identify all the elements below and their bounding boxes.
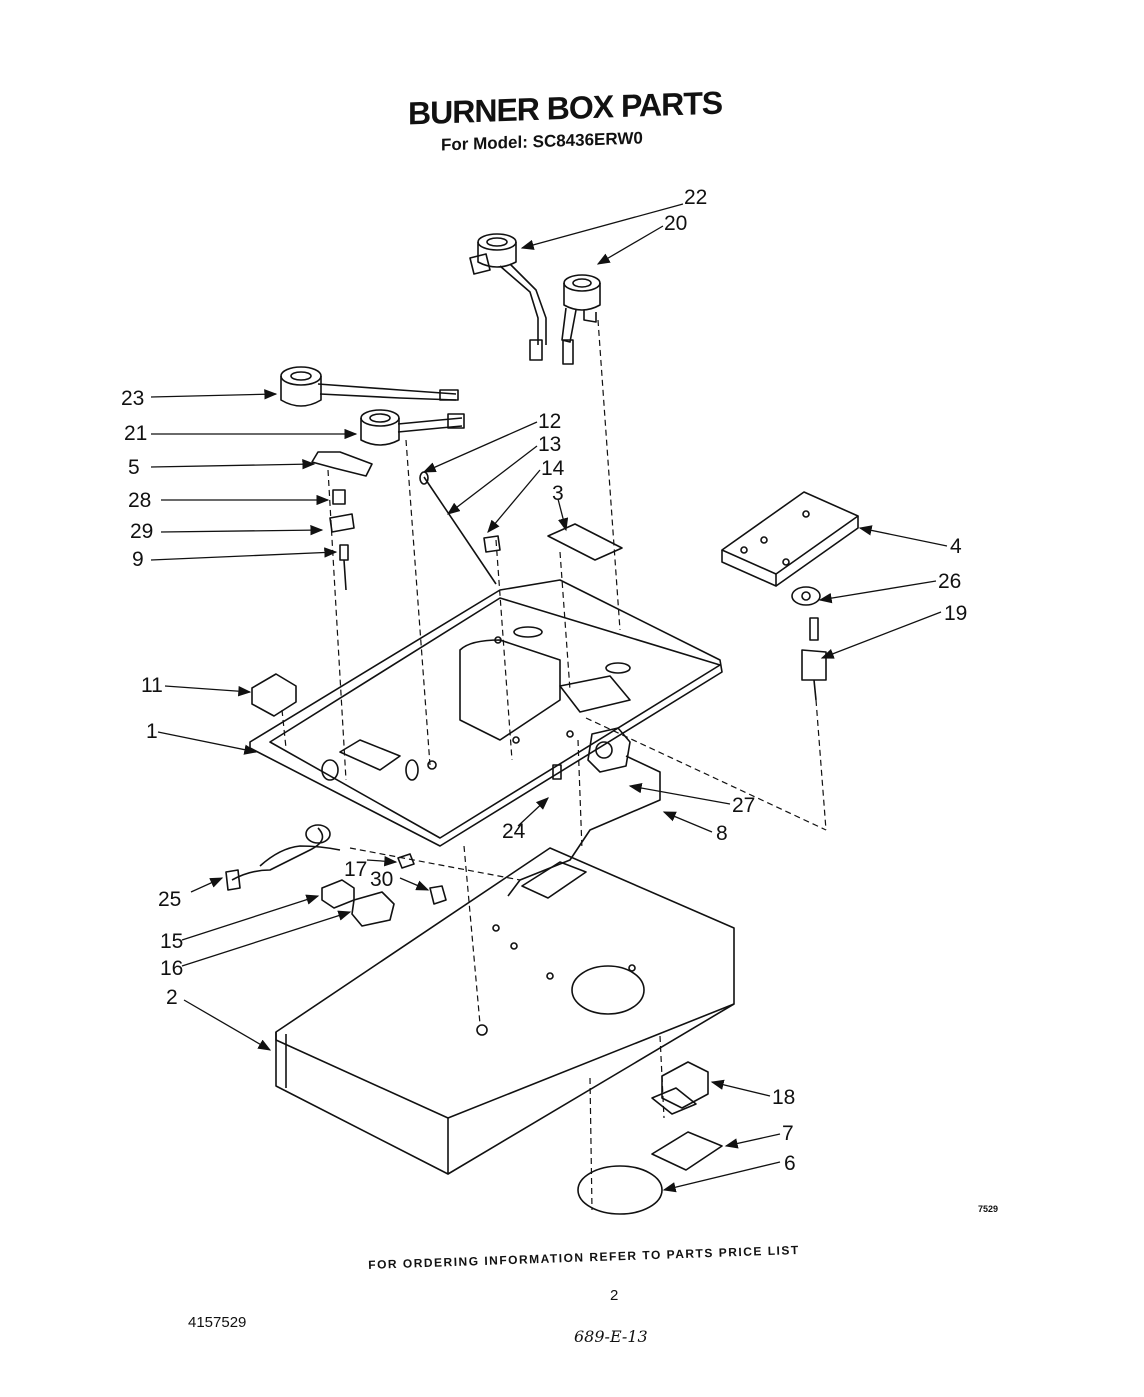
electrode-9 (339, 544, 349, 591)
valve-26 (791, 586, 821, 606)
callout-27: 27 (732, 794, 755, 817)
rod-13 (423, 476, 497, 585)
top-panel-1 (249, 579, 723, 847)
callout-25: 25 (158, 888, 181, 911)
callout-15: 15 (160, 930, 183, 953)
callout-29: 29 (130, 520, 153, 543)
callout-17: 17 (344, 858, 367, 881)
bracket-5 (311, 451, 373, 477)
burner-box-2 (275, 847, 735, 1175)
handwritten-note: 689-E-13 (574, 1327, 648, 1346)
plate-7 (651, 1131, 723, 1171)
callout-16: 16 (160, 957, 183, 980)
callout-14: 14 (541, 457, 565, 480)
bracket-4 (721, 491, 859, 587)
callout-21: 21 (124, 422, 147, 445)
callout-3: 3 (552, 482, 564, 505)
callout-18: 18 (772, 1086, 795, 1109)
part-29 (329, 513, 355, 533)
document-number: 4157529 (188, 1314, 247, 1331)
callout-7: 7 (782, 1122, 794, 1145)
callout-26: 26 (938, 570, 961, 593)
callout-28: 28 (128, 489, 151, 512)
callout-12: 12 (538, 410, 561, 433)
callout-23: 23 (121, 387, 144, 410)
reference-code: 7529 (978, 1204, 999, 1214)
callout-1: 1 (146, 720, 158, 743)
block-18 (651, 1061, 709, 1115)
disc-6 (577, 1165, 663, 1215)
plate-3 (547, 523, 623, 561)
callout-19: 19 (944, 602, 967, 625)
burner-22 (469, 233, 547, 361)
page-number: 2 (610, 1287, 619, 1304)
harness-25 (225, 824, 341, 891)
callout-9: 9 (132, 548, 144, 571)
callout-22: 22 (684, 186, 707, 209)
callout-24: 24 (502, 820, 526, 843)
callout-13: 13 (538, 433, 561, 456)
part-28 (332, 489, 346, 505)
callout-4: 4 (950, 535, 962, 558)
callout-2: 2 (166, 986, 178, 1009)
callout-11: 11 (141, 674, 163, 697)
part-30 (429, 885, 447, 905)
part-24 (552, 764, 562, 780)
tube-8 (507, 755, 661, 897)
valve-19 (801, 617, 827, 701)
part-15 (321, 879, 355, 909)
clip-14 (483, 535, 501, 553)
callout-6: 6 (784, 1152, 796, 1175)
part-16 (351, 891, 395, 927)
callout-20: 20 (664, 212, 687, 235)
valve-27 (587, 727, 631, 773)
burner-20 (561, 274, 601, 365)
callout-30: 30 (370, 868, 393, 891)
burner-21 (360, 409, 465, 446)
bracket-11 (251, 673, 297, 717)
callout-5: 5 (128, 456, 140, 479)
burner-23 (280, 366, 459, 407)
callout-8: 8 (716, 822, 728, 845)
part-17 (397, 853, 415, 869)
